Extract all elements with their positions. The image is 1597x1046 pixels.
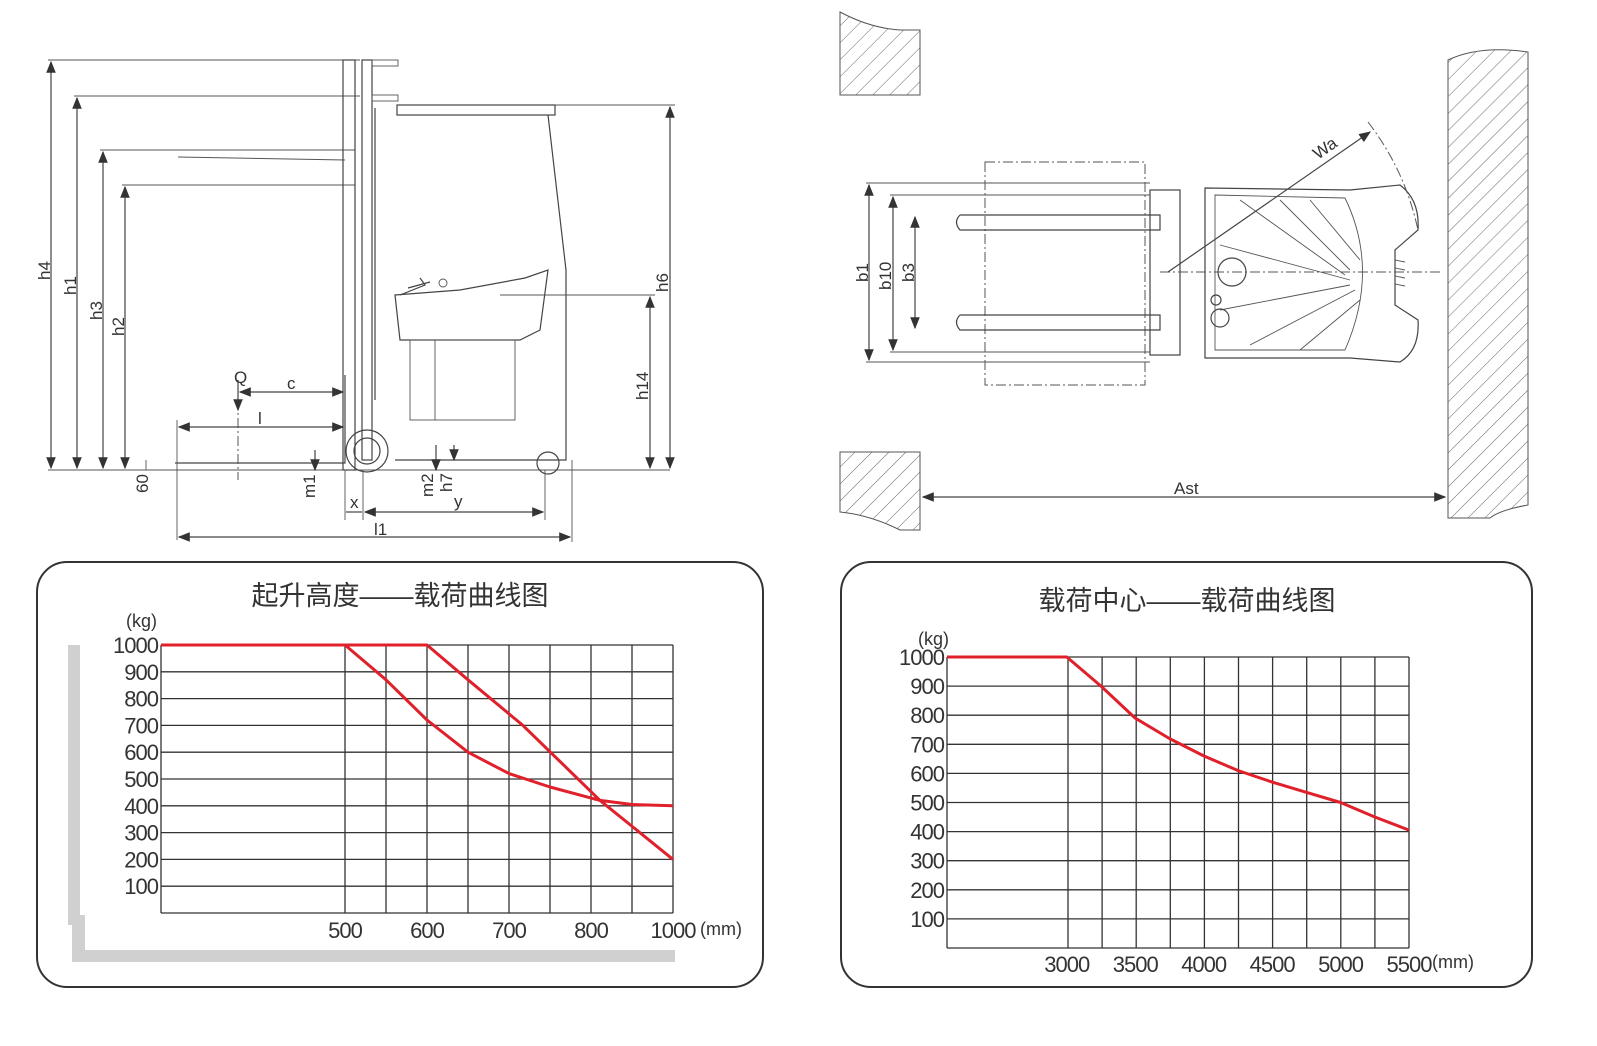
load-outline <box>984 161 1146 386</box>
x-tick-label: 5500 <box>1387 952 1433 977</box>
fork-left <box>955 214 1161 231</box>
wall-bottom-left <box>839 451 921 531</box>
load-center-load-chart: 载荷中心——载荷曲线图 (kg) (mm) 1000 900 800 700 600 50… <box>840 561 1533 988</box>
chart-title: 起升高度——载荷曲线图 <box>252 581 549 611</box>
label-h3: h3 <box>87 301 106 320</box>
y-tick-label: 1000 <box>113 633 159 658</box>
y-tick-label: 300 <box>910 849 944 874</box>
y-tick-label: 900 <box>910 674 944 699</box>
x-tick-label: 4000 <box>1181 952 1227 977</box>
label-b10: b10 <box>876 262 895 290</box>
label-q: Q <box>234 368 247 387</box>
y-tick-label: 200 <box>124 847 158 872</box>
label-c: c <box>287 374 296 393</box>
label-h14: h14 <box>633 372 652 400</box>
rear-wheel <box>536 451 560 475</box>
label-wa: Wa <box>1309 133 1341 163</box>
y-tick-label: 100 <box>910 907 944 932</box>
label-l: l <box>258 409 262 428</box>
wa-dimension <box>1167 131 1371 273</box>
y-tick-label: 1000 <box>899 645 945 670</box>
x-unit-label: (mm) <box>1432 952 1474 972</box>
label-b3: b3 <box>899 263 918 282</box>
x-tick-label: 3000 <box>1044 952 1090 977</box>
label-x: x <box>350 493 359 512</box>
series-line-curve-a <box>161 643 674 861</box>
label-y: y <box>454 492 463 511</box>
y-tick-label: 800 <box>124 687 158 712</box>
truck-top <box>1149 184 1440 363</box>
label-m2: m2 <box>418 473 437 497</box>
lift-height-load-chart: 起升高度——载荷曲线图 (kg) (mm) 100090080070060050… <box>36 561 764 988</box>
label-l1: l1 <box>374 520 387 539</box>
chart-title: 载荷中心——载荷曲线图 <box>1039 586 1336 616</box>
x-tick-label: 600 <box>410 918 444 943</box>
y-tick-label: 200 <box>910 878 944 903</box>
x-tick-label: 4500 <box>1250 952 1296 977</box>
y-tick-label: 600 <box>124 740 158 765</box>
label-h6: h6 <box>653 273 672 292</box>
turning-arc <box>1367 121 1419 231</box>
wall-right <box>1447 49 1529 519</box>
y-tick-label: 700 <box>124 713 158 738</box>
chart-decoration <box>68 645 675 962</box>
label-b1: b1 <box>853 263 872 282</box>
truck-body <box>394 104 567 461</box>
y-tick-label: 400 <box>910 820 944 845</box>
label-60: 60 <box>133 474 152 493</box>
series-line-curve-b <box>344 643 674 808</box>
label-h7: h7 <box>437 473 456 492</box>
lowered-fork <box>175 375 346 464</box>
y-tick-label: 600 <box>910 761 944 786</box>
label-h4: h4 <box>35 261 54 280</box>
fork-right <box>955 314 1161 331</box>
x-tick-label: 1000 <box>651 918 697 943</box>
wall-top-left <box>839 11 921 96</box>
y-tick-label: 300 <box>124 821 158 846</box>
y-unit-label: (kg) <box>126 611 157 631</box>
label-h2: h2 <box>109 317 128 336</box>
label-ast: Ast <box>1174 479 1199 498</box>
x-tick-label: 800 <box>574 918 608 943</box>
front-wheel <box>345 429 389 473</box>
y-tick-label: 500 <box>910 791 944 816</box>
x-tick-label: 3500 <box>1113 952 1159 977</box>
label-m1: m1 <box>300 474 319 498</box>
x-tick-label: 700 <box>492 918 526 943</box>
steering-wheel-icon <box>438 278 448 288</box>
side-view-drawing: h4 h1 h3 h2 Q <box>35 59 675 542</box>
y-tick-label: 900 <box>124 660 158 685</box>
series-line-curve <box>947 655 1410 832</box>
mast <box>342 59 399 471</box>
chart-frame <box>36 561 764 988</box>
y-tick-label: 700 <box>910 732 944 757</box>
y-tick-label: 400 <box>124 794 158 819</box>
y-tick-label: 100 <box>124 874 158 899</box>
x-tick-label: 500 <box>328 918 362 943</box>
y-unit-label: (kg) <box>918 629 949 649</box>
y-tick-label: 500 <box>124 767 158 792</box>
x-tick-label: 5000 <box>1318 952 1364 977</box>
y-tick-label: 800 <box>910 703 944 728</box>
label-h1: h1 <box>61 276 80 295</box>
top-view-drawing: b1 b10 b3 Wa Ast <box>839 11 1529 531</box>
raised-fork <box>150 149 346 186</box>
chart-frame <box>840 561 1533 988</box>
x-unit-label: (mm) <box>700 919 742 939</box>
